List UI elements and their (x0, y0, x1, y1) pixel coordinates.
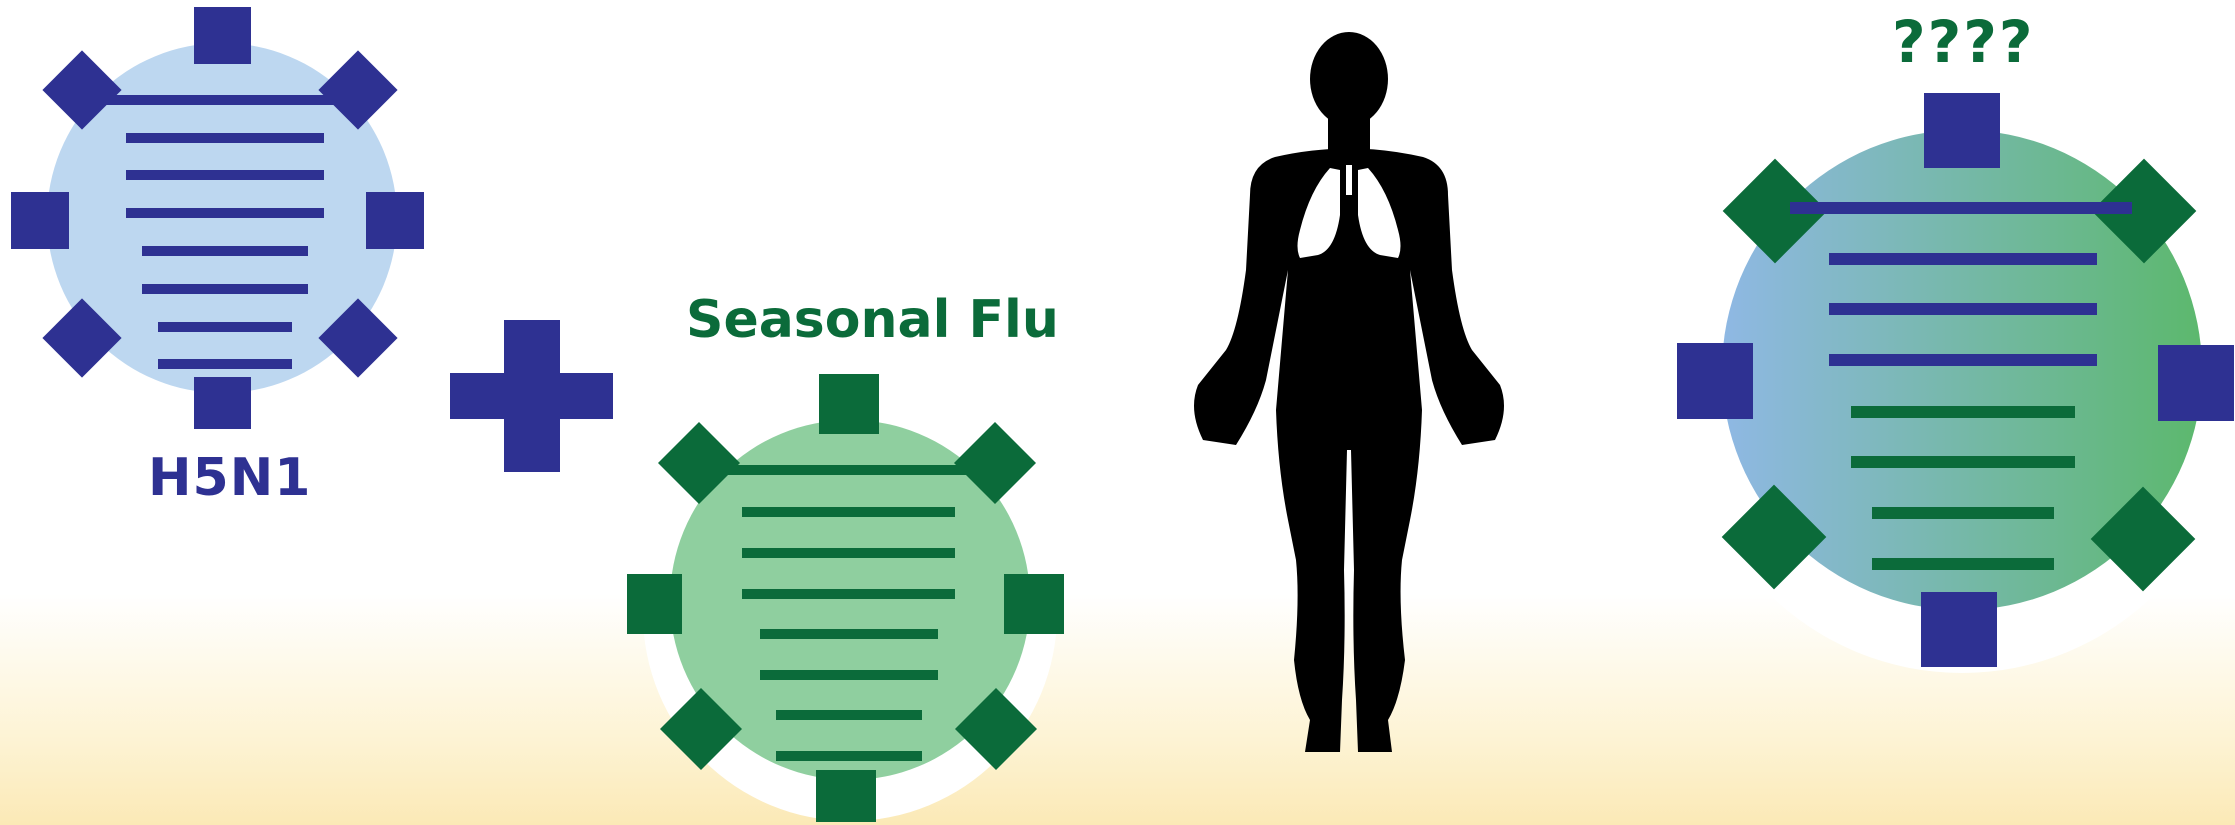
unknown-strain-label: ???? (1892, 8, 2035, 76)
seasonal-flu-label: Seasonal Flu (686, 290, 1059, 350)
human-body-icon (1194, 32, 1504, 752)
hybrid-virus-icon (1677, 93, 2235, 673)
h5n1-label: H5N1 (148, 448, 311, 508)
seasonal-flu-virus-icon (627, 374, 1064, 822)
plus-icon (450, 320, 613, 472)
h5n1-virus-icon (11, 7, 424, 429)
